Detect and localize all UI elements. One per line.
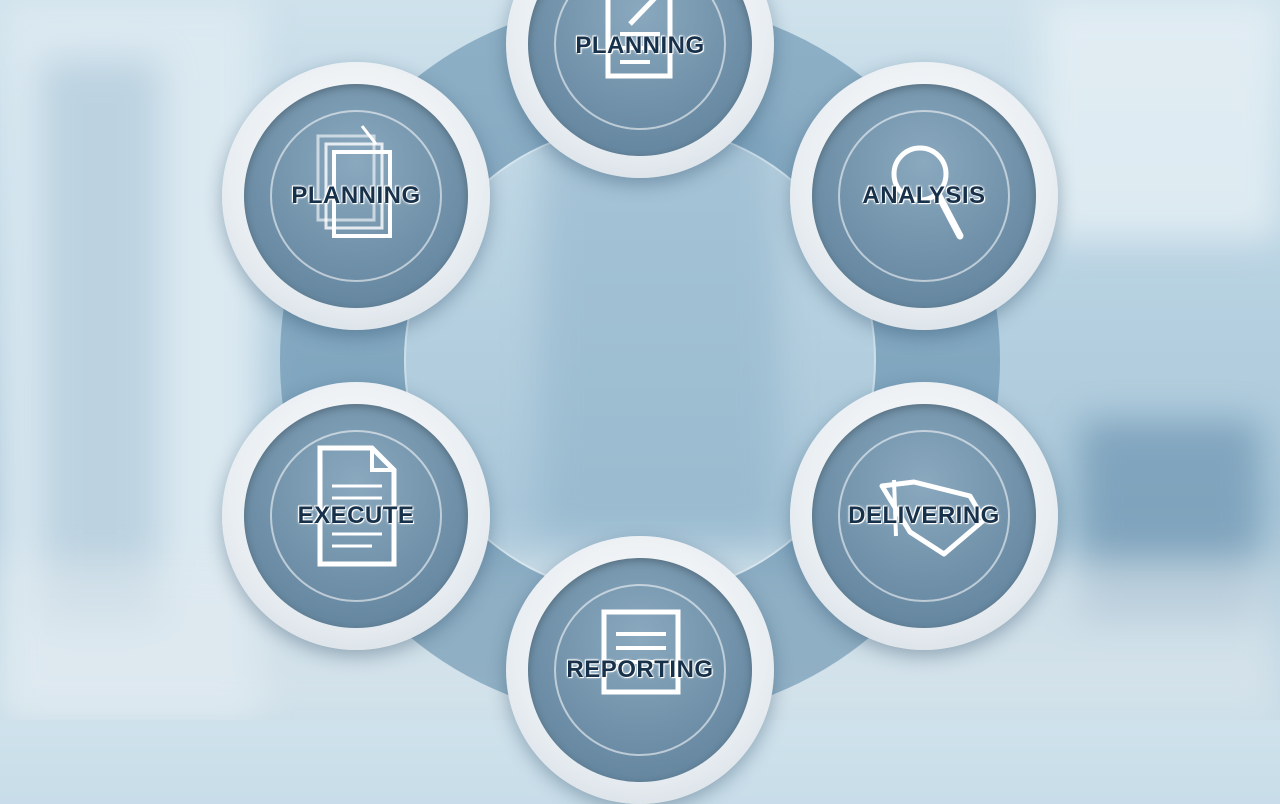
node-label: PLANNING: [291, 182, 421, 209]
documents-stack-icon: [316, 125, 392, 238]
node-inner-ring: [838, 110, 1010, 282]
node-label: ANALYSIS: [862, 182, 986, 209]
cycle-node-left-top: PLANNING: [222, 62, 490, 330]
magnifier-icon: [891, 145, 964, 240]
node-inner-ring: [270, 430, 442, 602]
node-label: DELIVERING: [848, 502, 1000, 529]
node-inner-ring: [270, 110, 442, 282]
node-label: REPORTING: [566, 656, 714, 683]
node-inner-ring: [838, 430, 1010, 602]
document-icon: [317, 445, 397, 567]
cycle-node-bottom: REPORTING: [506, 536, 774, 804]
node-label: EXECUTE: [297, 502, 415, 529]
process-cycle-diagram: PLANNING PLANNING ANALYSIS: [222, 0, 1058, 804]
cycle-node-left-bottom: EXECUTE: [222, 382, 490, 650]
node-label: PLANNING: [575, 32, 705, 59]
cycle-node-right-bottom: DELIVERING: [790, 382, 1058, 650]
document-arrow-icon: [605, 0, 673, 79]
handshake-icon: [879, 479, 987, 557]
report-icon: [601, 609, 681, 695]
cycle-node-right-top: ANALYSIS: [790, 62, 1058, 330]
